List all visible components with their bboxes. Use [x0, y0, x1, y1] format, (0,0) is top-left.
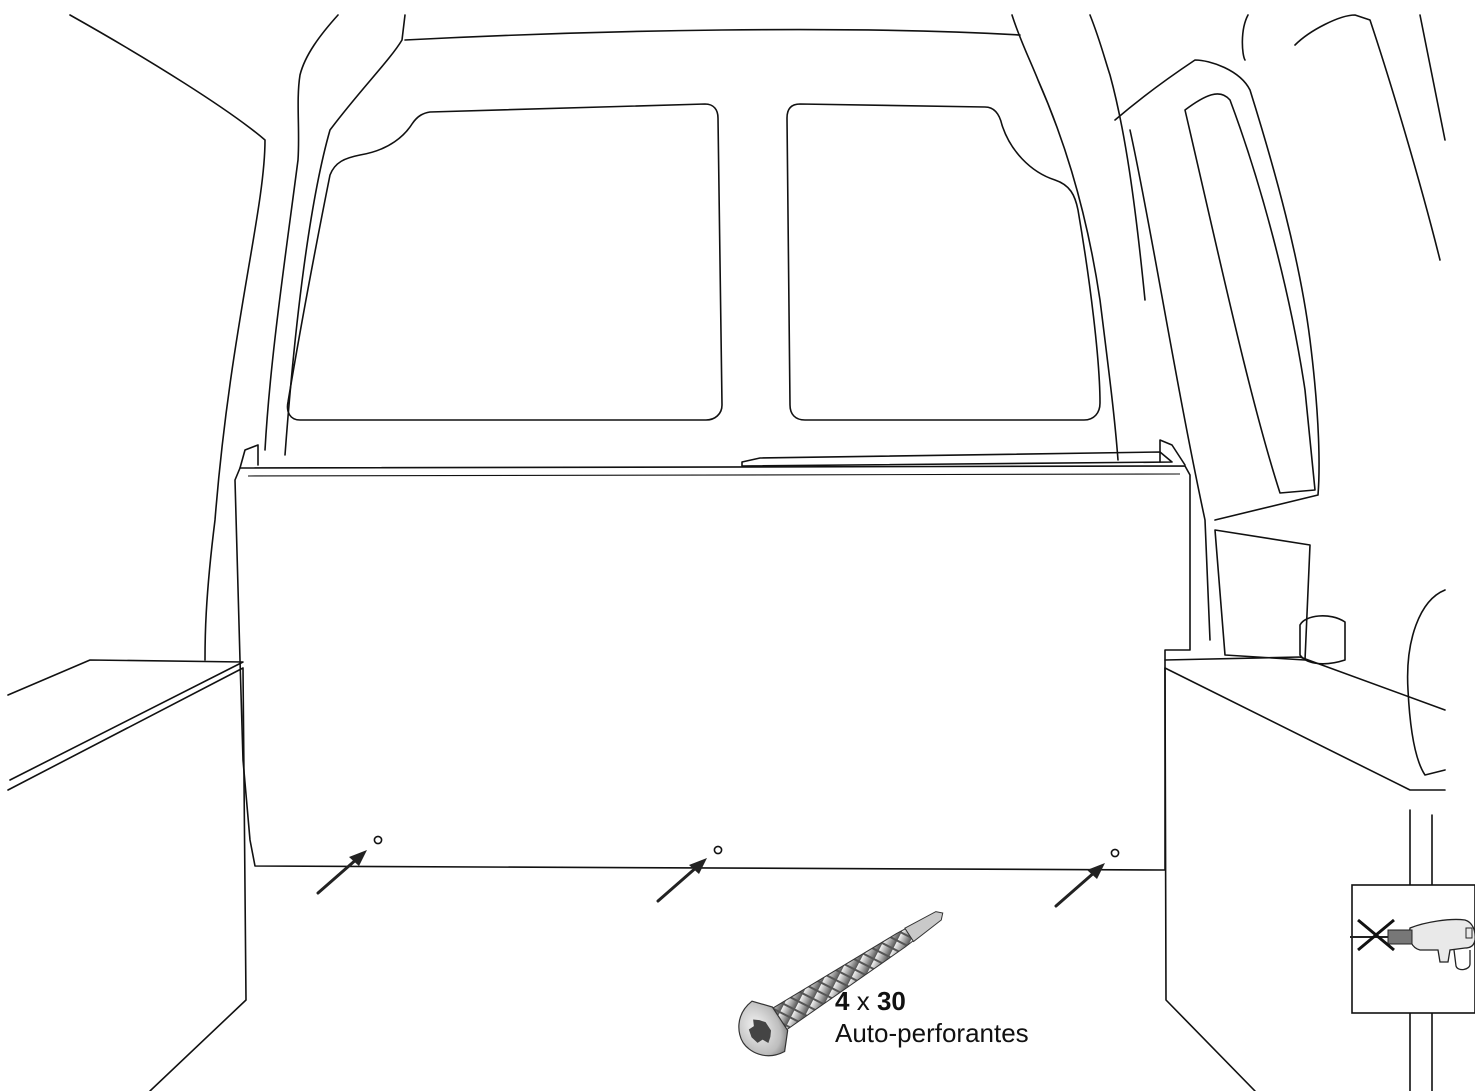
arrow-icon — [1054, 863, 1105, 908]
fastener-type: Auto-perforantes — [835, 1018, 1029, 1048]
van-interior-outline — [69, 14, 1446, 1091]
fastener-length: 30 — [876, 986, 906, 1016]
rear-window-right — [786, 103, 1101, 421]
rear-window-left — [286, 103, 723, 421]
left-wheel-box — [7, 659, 247, 1091]
fastener-size: 4 x 30 — [835, 986, 1029, 1016]
screw-hole-marker — [373, 835, 383, 845]
arrow-icon — [656, 858, 707, 903]
partition-panel — [234, 439, 1191, 871]
right-wheel-box — [1164, 656, 1446, 1091]
screw-hole-markers — [373, 835, 1120, 858]
fastener-separator: x — [856, 986, 870, 1016]
screw-hole-marker — [713, 845, 723, 855]
fastener-quantity: 4 — [835, 986, 850, 1016]
no-drill-icon — [1350, 884, 1475, 1014]
self-drilling-screw-icon — [738, 911, 944, 1057]
arrows — [316, 850, 1105, 908]
fastener-caption: 4 x 30 Auto-perforantes — [835, 986, 1029, 1050]
screw-hole-marker — [1110, 848, 1120, 858]
arrow-icon — [316, 850, 367, 895]
